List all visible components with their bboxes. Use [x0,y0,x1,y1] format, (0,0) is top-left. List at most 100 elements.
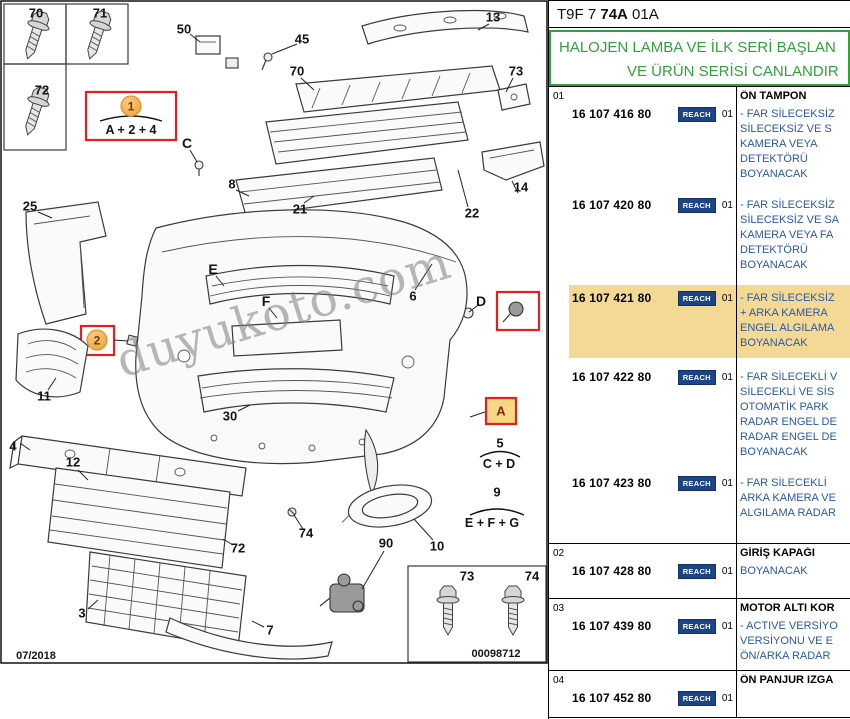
desc-line: BOYANACAK [740,565,808,577]
part-number-row: 16 107 428 80 REACH 01 [569,564,736,579]
part-item-row[interactable]: 16 107 439 80 REACH 01 - ACTIVE VERSİYO VERS… [569,619,850,664]
desc-line: ENGEL ALGILAMA [740,322,835,334]
callout-box-d-part[interactable] [495,290,541,332]
group-title: ÖN PANJUR IZGA [740,674,834,686]
desc-line: - ACTIVE VERSİYO [740,620,838,632]
campaign-banner: HALOJEN LAMBA VE İLK SERİ BAŞLAN VE ÜRÜN… [549,30,850,86]
brace-cd [479,450,521,458]
part-number-row: 16 107 422 80 REACH 01 [569,370,736,385]
desc-line: OTOMATİK PARK [740,401,829,413]
part-70-crossmember [295,65,501,113]
exploded-diagram-art [0,0,548,664]
desc-line: - FAR SİLECEKSİZ [740,108,835,120]
diagram-border [0,0,548,664]
desc-line: + ARKA KAMERA [740,307,828,319]
part-50-bracket [195,35,239,69]
group-title-row: ÖN TAMPON [569,90,850,107]
desc-line: - FAR SİLECEKSİZ [740,199,835,211]
part-14-bracket [481,141,545,181]
part-21-lower-grille-bar [235,157,443,217]
reach-badge[interactable]: REACH [677,198,716,213]
brace-efg [469,508,525,516]
desc-line: BOYANACAK [740,259,808,271]
callout-box-a[interactable] [484,396,518,426]
group-title-spacer [569,90,736,107]
part-number: 16 107 423 80 [572,476,652,491]
reach-badge[interactable]: REACH [677,564,716,579]
reach-badge[interactable]: REACH [677,107,716,122]
desc-line: SİLECEKSİZ VE S [740,123,832,135]
quantity: 01 [721,620,733,632]
leader-lines [19,23,519,628]
reach-badge[interactable]: REACH [677,476,716,491]
part-74-screw-small [287,507,297,517]
screw-71-icon [78,8,116,63]
part-cell: 16 107 439 80 REACH 01 [569,619,736,664]
quantity: 01 [721,692,733,704]
part-cell: 16 107 421 80 REACH 01 [569,291,736,351]
catalog-code-main: 74A [600,6,628,23]
part-3-lower-grille [85,551,247,649]
desc-line: KAMERA VEYA [740,138,818,150]
group-title-row: ÖN PANJUR IZGA [569,674,850,691]
part-item-row[interactable]: 16 107 428 80 REACH 01 BOYANACAK [569,564,850,579]
group-ref: 04 [553,675,565,686]
catalog-code-prefix: T9F 7 [557,6,601,23]
reach-badge[interactable]: REACH [677,619,716,634]
quantity: 01 [721,199,733,211]
group-title-spacer [569,547,736,564]
part-number: 16 107 422 80 [572,370,652,385]
reach-badge[interactable]: REACH [677,691,716,706]
quantity: 01 [721,565,733,577]
group-ref: 03 [553,603,565,614]
part-7-trim-strip [165,617,333,660]
part-4-crash-beam [9,435,247,497]
part-cell: 16 107 428 80 REACH 01 [569,564,736,579]
reach-badge[interactable]: REACH [677,291,716,306]
part-number: 16 107 439 80 [572,619,652,634]
part-item-row[interactable]: 16 107 421 80 REACH 01- FAR SİLECEKSİZ+ AR… [569,285,850,358]
part-number: 16 107 428 80 [572,564,652,579]
desc-line: SİLECEKLİ VE SİS [740,386,835,398]
desc-line: DETEKTÖRÜ [740,244,808,256]
screw-73-icon [436,585,460,636]
screw-box-73-74 [407,565,547,663]
part-desc-cell: - FAR SİLECEKSİZ SİLECEKSİZ VE S KAMERA VE… [736,107,850,182]
callout-box-1[interactable] [84,90,178,142]
part-number: 16 107 421 80 [572,291,652,306]
desc-line: ALGILAMA RADAR [740,507,836,519]
reach-badge[interactable]: REACH [677,370,716,385]
part-number-row: 16 107 421 80 REACH 01 [569,291,736,306]
group-ref: 01 [553,91,565,102]
group-title-cell: ÖN TAMPON [736,90,850,107]
quantity: 01 [721,292,733,304]
desc-line: BOYANACAK [740,168,808,180]
part-22-upper-grille [265,101,469,165]
screw-70-icon [16,8,54,63]
desc-line: VERSİYONU VE E [740,635,833,647]
group-title-cell: ÖN PANJUR IZGA [736,674,850,691]
desc-line: BOYANACAK [740,337,808,349]
quantity: 01 [721,371,733,383]
group-title: GİRİŞ KAPAĞI [740,547,815,559]
catalog-code: T9F 7 74A 01A [549,1,850,28]
parts-list-panel: T9F 7 74A 01A HALOJEN LAMBA VE İLK SERİ … [548,0,850,719]
group-title-spacer [569,674,736,691]
group-ref: 02 [553,548,565,559]
group-title: ÖN TAMPON [740,90,807,102]
